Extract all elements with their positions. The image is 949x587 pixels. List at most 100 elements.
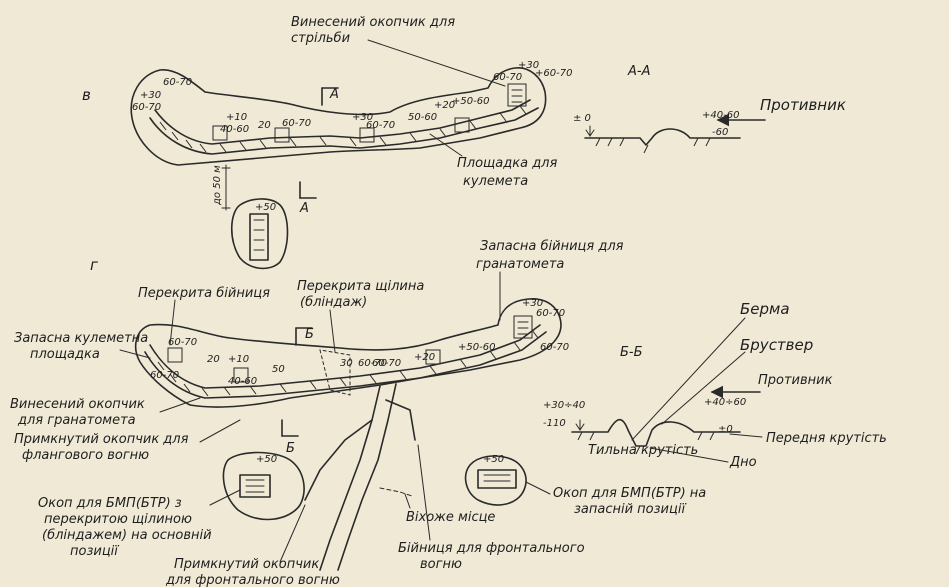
section-b-mark-bottom: Б (286, 441, 295, 456)
mark-b-6: 20 (258, 120, 271, 131)
leader-covered-loophole (169, 299, 176, 346)
vehicle-pit-b (249, 213, 269, 261)
section-a-mark-bottom: А (299, 201, 309, 216)
leader-mg-platform (429, 133, 463, 157)
toilet-recess (379, 487, 413, 497)
mark-b-5: 40-60 (220, 124, 249, 135)
section-aa-profile (584, 128, 741, 146)
label-frontal-loophole-2: вогню (420, 557, 462, 572)
section-bb-rear-slope: Тильна крутість (588, 443, 698, 458)
label-frontal-fire-2: для фронтального вогню (165, 573, 340, 587)
mark-b-14: +60-70 (535, 68, 572, 79)
figure-g: г 60-70 60-70 20 (10, 239, 706, 587)
figure-g-letter: г (90, 256, 98, 274)
label-covered-slit-1: Перекрита щілина (297, 279, 424, 294)
label-reserve-mg-2: площадка (30, 347, 100, 362)
label-bmp-main-2: перекритою щілиною (44, 512, 192, 527)
label-covered-slit-2: (бліндаж) (300, 295, 367, 310)
section-aa-top: +40-60 (702, 110, 739, 121)
firing-cell-b-2 (274, 127, 290, 143)
section-bb-berm: Берма (740, 300, 790, 318)
bmp-pit-main-outline (222, 451, 305, 521)
mark-g-bmp-main: +50 (256, 454, 277, 465)
firing-cell-g-2 (233, 367, 249, 383)
section-bb-bottom: Дно (729, 455, 757, 470)
mark-g-3: 20 (207, 354, 220, 365)
mark-b-pit: +50 (255, 202, 276, 213)
grenade-cell-g (513, 315, 533, 339)
mark-g-4: +10 (228, 354, 249, 365)
label-toilet: Віхоже місце (406, 510, 495, 525)
mark-g-5: 40-60 (228, 376, 257, 387)
label-flank-1: Примкнутий окопчик для (14, 432, 189, 447)
figure-b-letter: в (82, 86, 91, 104)
section-bb-profile (571, 418, 741, 447)
mark-b-9: 60-70 (366, 120, 395, 131)
leader-toilet (404, 493, 411, 509)
section-bb-parapet: Бруствер (740, 336, 813, 354)
mark-g-11: +50-60 (458, 342, 495, 353)
firing-cell-g-1 (167, 347, 183, 363)
section-bb-left-bottom: -110 (543, 418, 566, 429)
leader-covered-slit (329, 309, 336, 353)
label-reserve-grenade-1: Запасна бійниця для (480, 239, 624, 254)
section-bb-hatching (577, 431, 715, 455)
bmp-pit-reserve-outline (464, 455, 527, 506)
mark-b-10: 50-60 (408, 112, 437, 123)
mark-b-1: 60-70 (163, 77, 192, 88)
mark-g-6: 50 (272, 364, 285, 375)
label-remote-cell-1: Винесений окопчик для (291, 15, 455, 30)
label-bmp-reserve-2: запасній позиції (574, 502, 686, 517)
label-bmp-main-4: позиції (70, 544, 119, 559)
figure-b: в 60-70 +30 60-70 +10 40-60 20 (82, 15, 572, 270)
mark-g-7: 60-70 (358, 358, 387, 369)
leader-parapet (661, 351, 746, 425)
leader-bmp-main (209, 489, 241, 506)
leader-remote-grenade (159, 397, 201, 413)
firing-cell-b-4 (454, 117, 470, 133)
label-bmp-main-1: Окоп для БМП(БТР) з (38, 496, 182, 511)
trench-g-inner-line-top (149, 324, 541, 389)
label-remote-grenade-2: для гранатомета (17, 413, 136, 428)
section-bb-left-top: +30÷40 (543, 400, 585, 411)
label-mg-platform-1: Площадка для (457, 156, 557, 171)
mark-g-14: 60-70 (540, 342, 569, 353)
mark-g-12: +30 (522, 298, 543, 309)
covered-slit (319, 349, 351, 396)
mark-g-bmp-reserve: +50 (483, 454, 504, 465)
mark-g-1: 60-70 (168, 337, 197, 348)
mark-b-7: 60-70 (282, 118, 311, 129)
mark-b-13: +30 (518, 60, 539, 71)
remote-cell-b (507, 83, 527, 107)
leader-bottom (649, 447, 729, 463)
label-remote-grenade-1: Винесений окопчик (10, 397, 145, 412)
section-bb-title: Б-Б (620, 345, 643, 360)
mark-b-4: +10 (226, 112, 247, 123)
section-bb-enemy: Противник (758, 373, 833, 388)
section-bb: Б-Б Берма Бруствер Противник +30÷40 -110… (543, 300, 887, 470)
comm-trench-line-2 (337, 383, 397, 571)
bmp-pit-main (239, 474, 271, 498)
bmp-pit-reserve (477, 469, 517, 489)
mark-g-8: 30 (340, 358, 353, 369)
label-bmp-main-3: (бліндажем) на основній (42, 528, 212, 543)
leader-reserve-mg (119, 349, 151, 359)
mark-b-3: 60-70 (132, 102, 161, 113)
label-mg-platform-2: кулемета (463, 174, 528, 189)
section-bb-right-top: +40÷60 (704, 397, 746, 408)
leader-berm (631, 317, 746, 441)
mark-g-2: 60-70 (150, 370, 179, 381)
label-reserve-mg-1: Запасна кулеметна (14, 331, 148, 346)
section-aa-enemy: Противник (760, 96, 846, 114)
label-flank-2: флангового вогню (22, 448, 149, 463)
section-aa-bottom: -60 (712, 127, 728, 138)
mark-b-11: +20 (434, 100, 455, 111)
mark-g-13: 60-70 (536, 308, 565, 319)
mark-g-10: +20 (414, 352, 435, 363)
section-aa: А-А Противник ± 0 +40-60 -60 (573, 64, 846, 154)
leader-front-slope (729, 433, 763, 438)
comm-trench-line-1 (319, 385, 381, 571)
label-frontal-loophole-1: Бійниця для фронтального (398, 541, 585, 556)
firing-cell-g-3 (425, 349, 441, 365)
